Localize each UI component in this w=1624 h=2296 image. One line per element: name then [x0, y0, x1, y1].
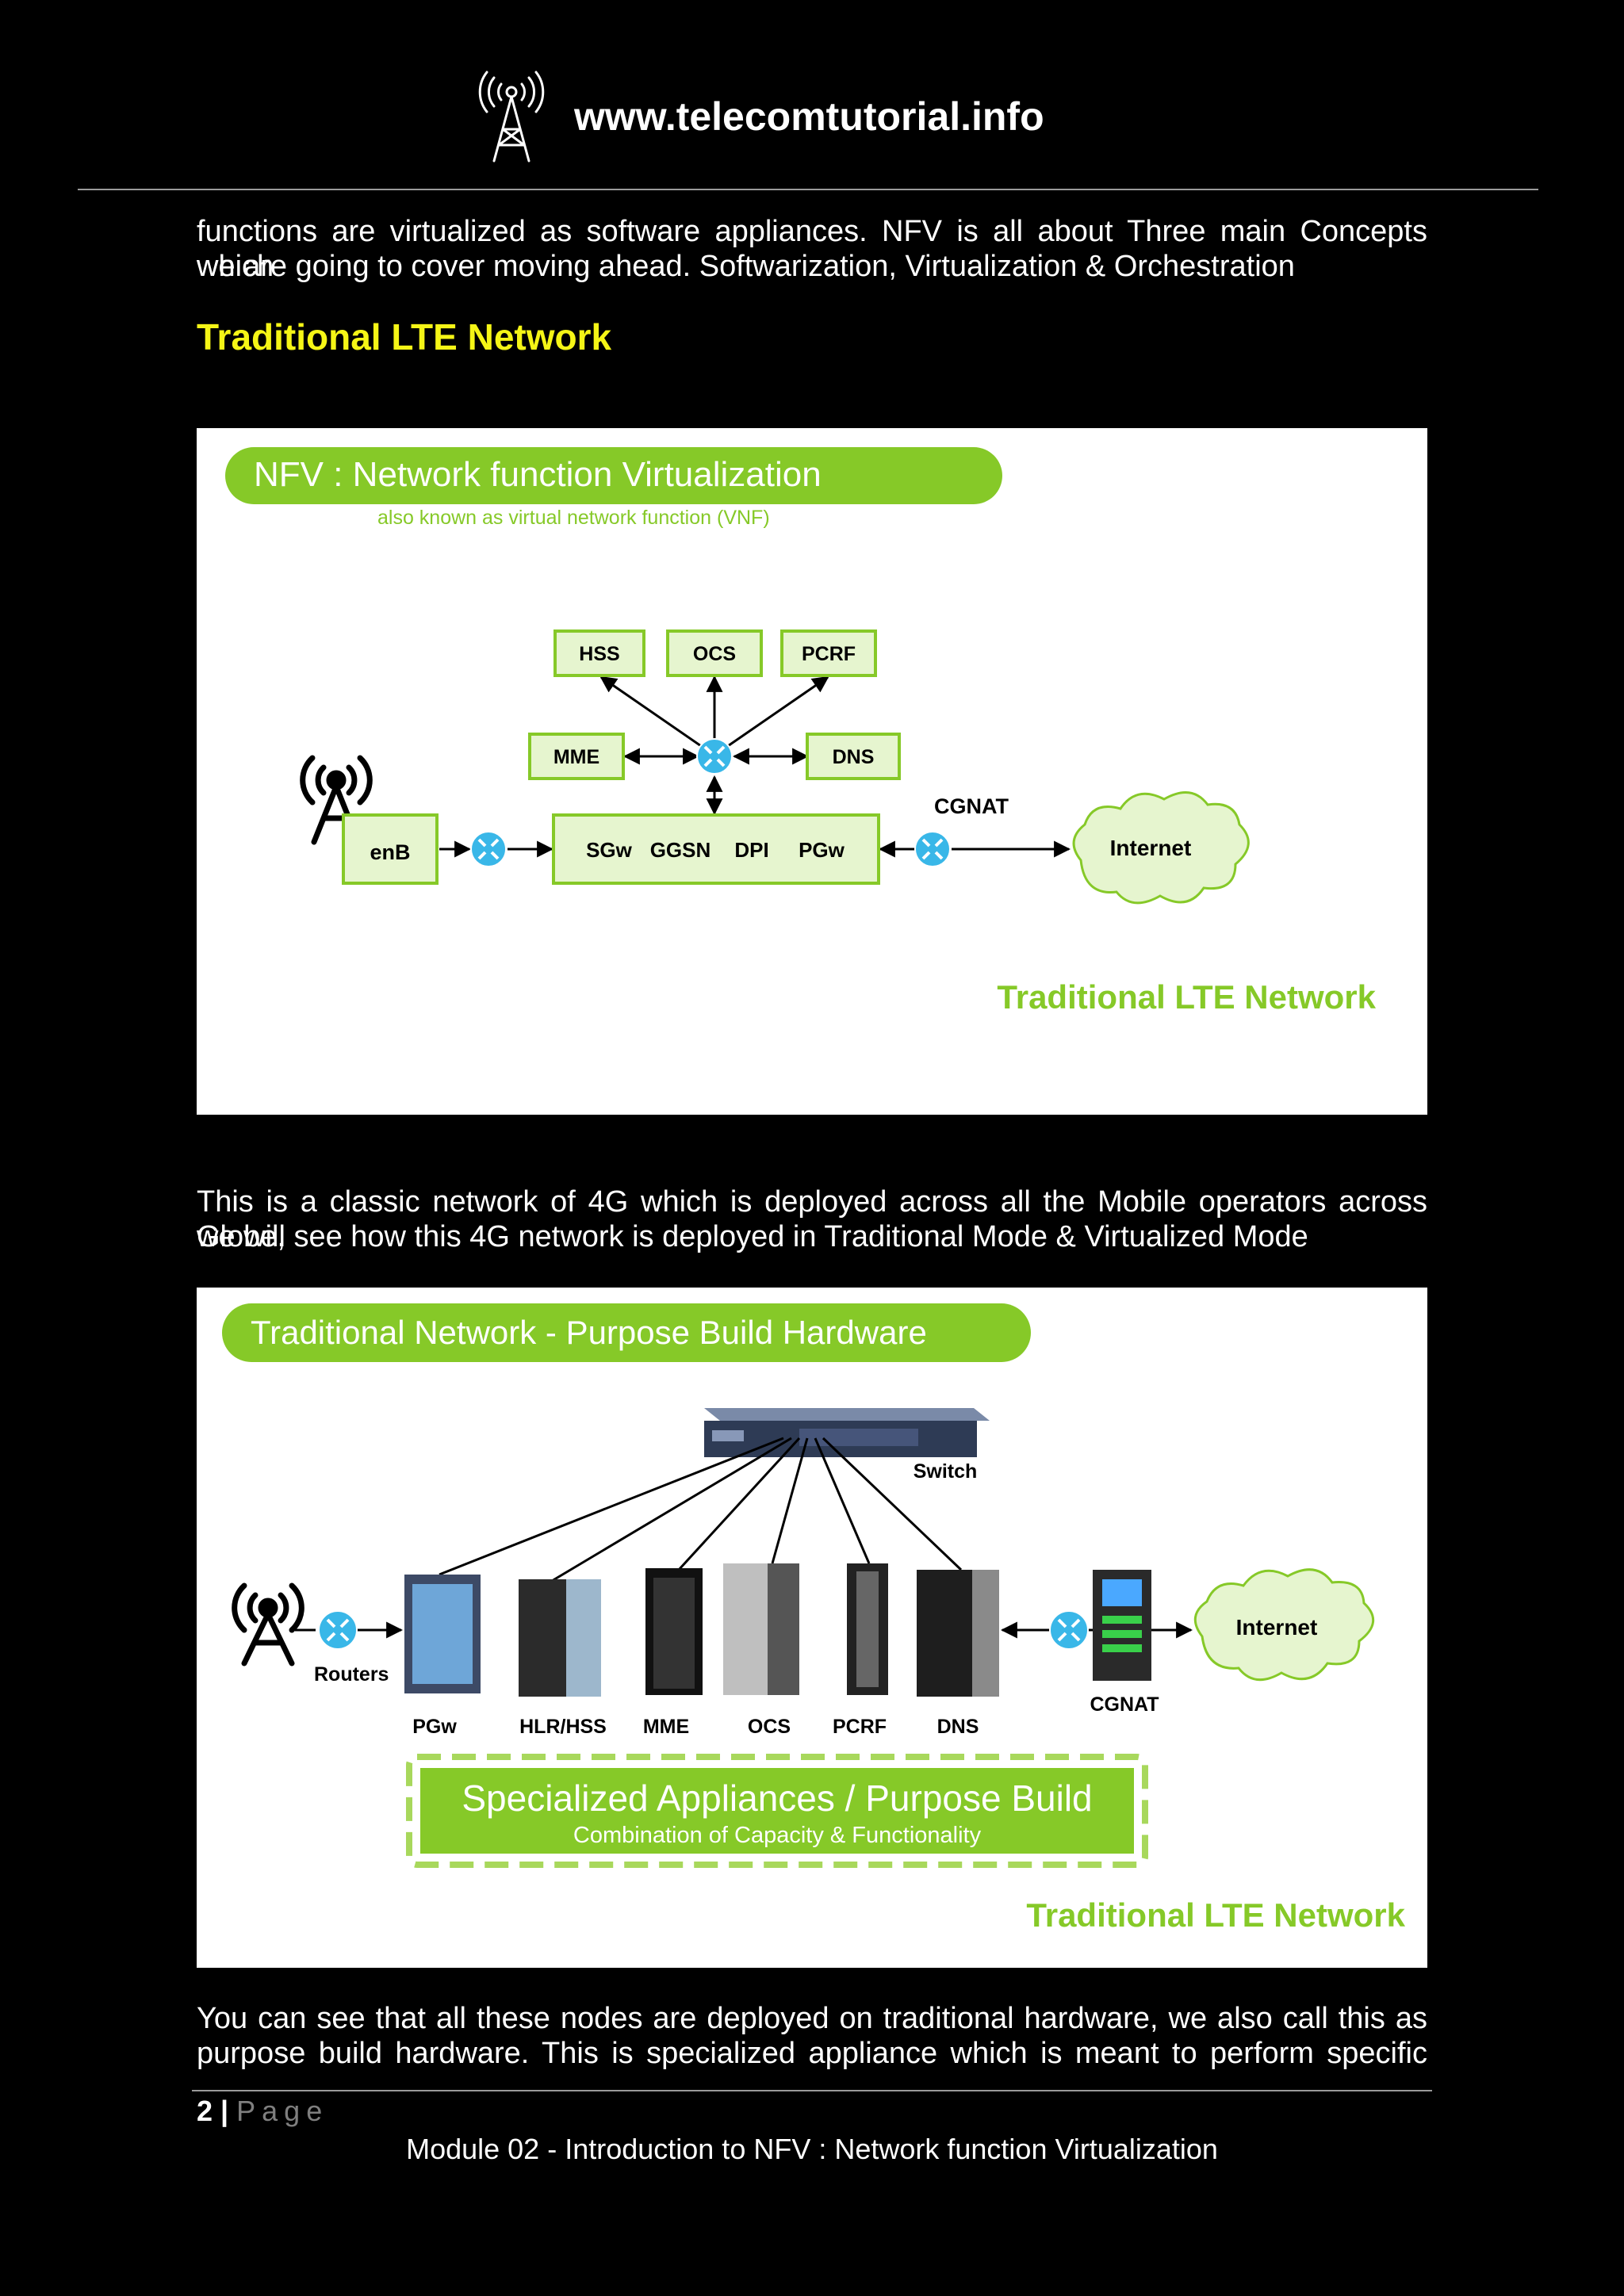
tower-icon — [300, 755, 373, 845]
section-heading: Traditional LTE Network — [197, 316, 612, 358]
switch-device — [704, 1408, 990, 1457]
header-divider — [78, 189, 1538, 190]
nfv-banner-subtitle: also known as virtual network function (… — [377, 507, 770, 529]
router-icon — [914, 830, 952, 868]
page-number-separator: | — [220, 2095, 229, 2127]
footer-divider — [192, 2090, 1432, 2091]
svg-text:OCS: OCS — [693, 643, 736, 665]
para-nodes-line2: purpose build hardware. This is speciali… — [197, 2037, 1427, 2070]
specialized-appliances-box: Specialized Appliances / Purpose Build C… — [406, 1754, 1148, 1868]
server-label-hlr-hss: HLR/HSS — [519, 1716, 607, 1738]
nfv-banner — [225, 447, 1002, 504]
node-ocs: OCS — [666, 629, 763, 677]
node-hss: HSS — [553, 629, 645, 677]
server-label-pcrf: PCRF — [833, 1716, 887, 1738]
svg-text:DPI: DPI — [734, 838, 768, 862]
switch-label: Switch — [914, 1460, 978, 1483]
server-ocs — [723, 1563, 799, 1695]
footer-module-title: Module 02 - Introduction to NFV : Networ… — [406, 2133, 1218, 2165]
svg-text:HSS: HSS — [579, 643, 619, 665]
node-dns: DNS — [806, 733, 901, 780]
cgnat-label: CGNAT — [1090, 1693, 1159, 1716]
page-word: Page — [236, 2095, 329, 2127]
tower-icon — [232, 1582, 304, 1667]
node-pcrf: PCRF — [780, 629, 877, 677]
server-label-ocs: OCS — [748, 1716, 791, 1738]
svg-text:DNS: DNS — [833, 746, 875, 768]
server-label-pgw: PGw — [412, 1716, 457, 1738]
node-enb: enB — [342, 813, 439, 885]
server-pcrf — [847, 1563, 888, 1695]
appliance-subtitle: Combination of Capacity & Functionality — [573, 1823, 982, 1848]
routers-label: Routers — [314, 1663, 389, 1686]
hardware-banner-title: Traditional Network - Purpose Build Hard… — [251, 1314, 927, 1351]
para-intro-line2: we are going to cover moving ahead. Soft… — [197, 250, 1295, 283]
server-pgw — [404, 1575, 481, 1693]
node-mme: MME — [528, 733, 625, 780]
server-mme — [645, 1568, 703, 1695]
page-number-value: 2 — [197, 2095, 213, 2127]
para-nodes-line1: You can see that all these nodes are dep… — [197, 2002, 1427, 2035]
nfv-banner-title: NFV : Network function Virtualization — [254, 455, 822, 494]
router-icon — [695, 737, 733, 775]
router-icon — [469, 830, 508, 868]
svg-text:GGSN: GGSN — [650, 838, 711, 862]
svg-text:PGw: PGw — [799, 838, 845, 862]
server-hlr-hss — [519, 1579, 601, 1697]
router-icon — [1048, 1609, 1090, 1651]
header-logo — [468, 70, 555, 165]
figure1-caption: Traditional LTE Network — [997, 978, 1376, 1016]
svg-text:PCRF: PCRF — [802, 643, 856, 665]
para-classic-line2: we will see how this 4G network is deplo… — [197, 1220, 1308, 1253]
svg-text:SGw: SGw — [586, 838, 633, 862]
svg-text:MME: MME — [553, 746, 599, 768]
para-classic-line1: This is a classic network of 4G which is… — [197, 1185, 1427, 1253]
svg-text:Internet: Internet — [1236, 1615, 1318, 1640]
figure-nfv-diagram: NFV : Network function Virtualization al… — [197, 428, 1427, 1115]
cgnat-device — [1093, 1570, 1151, 1681]
page-number: 2 | Page — [197, 2095, 328, 2128]
figure2-caption: Traditional LTE Network — [1026, 1896, 1405, 1934]
server-dns — [917, 1570, 999, 1697]
figure-hardware-diagram: Traditional Network - Purpose Build Hard… — [197, 1288, 1427, 1968]
internet-cloud: Internet — [1193, 1568, 1375, 1682]
server-label-mme: MME — [643, 1716, 689, 1738]
appliance-title: Specialized Appliances / Purpose Build — [462, 1777, 1092, 1819]
server-label-dns: DNS — [937, 1716, 979, 1738]
cgnat-label: CGNAT — [934, 794, 1009, 818]
para-intro-line1: functions are virtualized as software ap… — [197, 215, 1427, 283]
node-core-gateway: SGw GGSN DPI PGw — [552, 813, 880, 885]
svg-text:Internet: Internet — [1110, 836, 1192, 860]
tower-icon — [478, 71, 545, 163]
router-icon — [317, 1609, 358, 1651]
hardware-banner — [222, 1303, 1031, 1362]
svg-text:enB: enB — [370, 840, 410, 864]
internet-cloud: Internet — [1072, 791, 1250, 905]
site-url[interactable]: www.telecomtutorial.info — [574, 94, 1044, 139]
